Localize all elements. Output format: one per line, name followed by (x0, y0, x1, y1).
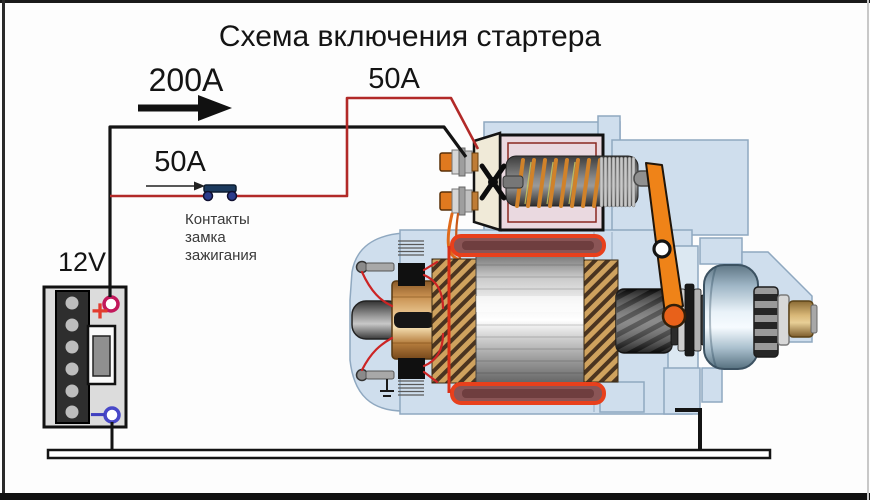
armature (351, 252, 708, 388)
ignition-switch (202, 184, 238, 202)
engagement-lever (645, 162, 687, 329)
battery (42, 285, 128, 429)
pinion-gear (753, 286, 779, 358)
brush-assembly (355, 240, 445, 397)
current-direction-arrow-200a (138, 95, 232, 121)
field-coil-top (450, 234, 606, 257)
armature-winding-left (431, 258, 477, 384)
field-coils (447, 234, 606, 405)
svg-text:Контакты: Контакты (185, 211, 250, 228)
wiring (108, 96, 480, 450)
svg-text:замка: замка (185, 229, 226, 246)
battery-cells (65, 296, 79, 419)
lever-pivot (652, 239, 672, 259)
label-200a: 200A (149, 62, 224, 98)
current-direction-arrow-50a (146, 181, 205, 191)
page-title: Схема включения стартера (219, 20, 602, 53)
svg-text:зажигания: зажигания (185, 247, 257, 264)
solenoid (439, 131, 659, 278)
battery-cable-black (108, 125, 468, 297)
lever-pin (661, 303, 687, 329)
shaft-tip (788, 300, 814, 338)
ground-symbol (380, 379, 394, 397)
label-50a-top: 50A (368, 63, 420, 95)
label-12v: 12V (58, 247, 106, 277)
solenoid-terminal-upper (439, 147, 479, 177)
ground-bar (46, 448, 772, 460)
armature-core (475, 252, 585, 388)
contact-disc (479, 163, 524, 201)
armature-winding-right (583, 259, 619, 383)
solenoid-terminal-lower (439, 186, 479, 216)
label-minus: − (90, 399, 106, 430)
bendix-drive (703, 264, 818, 370)
ground-circuit (46, 408, 772, 460)
brush-top (398, 263, 425, 286)
control-wire-red-right (236, 96, 480, 198)
label-plus: + (91, 295, 109, 328)
motor-ground-wire (675, 408, 702, 452)
return-spring (599, 156, 636, 208)
field-coil-bottom (450, 382, 606, 405)
label-ignition-contacts: Контакты замка зажигания (185, 211, 257, 264)
brush-bottom (398, 358, 425, 379)
label-50a-left: 50A (154, 146, 206, 178)
battery-minus-terminal (103, 406, 121, 424)
